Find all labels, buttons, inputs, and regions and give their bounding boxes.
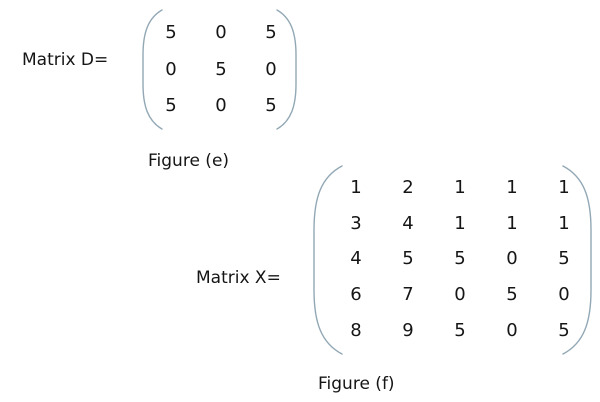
matrix-d-label: Matrix D= [22, 50, 109, 70]
matrix-cell: 0 [215, 95, 227, 117]
matrix-x-values: 1 2 1 1 1 3 4 1 1 1 4 5 5 0 5 6 7 0 5 0 8 9 5 0 5 [330, 170, 590, 348]
matrix-cell: 5 [402, 248, 414, 270]
matrix-cell: 1 [506, 212, 518, 234]
matrix-cell: 0 [558, 284, 570, 306]
matrix-cell: 6 [350, 284, 362, 306]
matrix-cell: 4 [402, 212, 414, 234]
matrix-cell: 5 [558, 319, 570, 341]
matrix-cell: 5 [165, 95, 177, 117]
matrix-cell: 4 [350, 248, 362, 270]
matrix-cell: 5 [506, 284, 518, 306]
matrix-x-right-paren-icon [562, 165, 592, 355]
matrix-cell: 5 [558, 248, 570, 270]
matrix-d-left-paren-path [142, 9, 163, 130]
matrix-cell: 1 [506, 177, 518, 199]
matrix-cell: 5 [165, 21, 177, 43]
matrix-row: 5 0 5 [146, 87, 296, 124]
matrix-cell: 9 [402, 319, 414, 341]
matrix-cell: 1 [454, 212, 466, 234]
matrix-x-right-paren-path [562, 165, 592, 355]
matrix-row: 5 0 5 [146, 14, 296, 51]
matrix-cell: 5 [215, 58, 227, 80]
matrix-row: 3 4 1 1 1 [330, 206, 590, 242]
matrix-x-left-paren-icon [313, 165, 343, 355]
matrix-cell: 5 [265, 21, 277, 43]
matrix-cell: 0 [215, 21, 227, 43]
matrix-x-label: Matrix X= [196, 268, 281, 288]
matrix-d-right-paren-icon [276, 9, 297, 130]
matrix-row: 8 9 5 0 5 [330, 312, 590, 348]
matrix-d-caption: Figure (e) [148, 151, 230, 171]
matrix-cell: 1 [558, 212, 570, 234]
matrix-cell: 5 [265, 95, 277, 117]
matrix-cell: 1 [454, 177, 466, 199]
matrix-row: 0 5 0 [146, 51, 296, 88]
matrix-row: 1 2 1 1 1 [330, 170, 590, 206]
matrix-cell: 0 [506, 248, 518, 270]
matrix-row: 6 7 0 5 0 [330, 277, 590, 313]
matrix-d-values: 5 0 5 0 5 0 5 0 5 [146, 14, 296, 124]
matrix-row: 4 5 5 0 5 [330, 241, 590, 277]
matrix-d-left-paren-icon [142, 9, 163, 130]
matrix-cell: 3 [350, 212, 362, 234]
matrix-cell: 8 [350, 319, 362, 341]
matrix-cell: 5 [454, 248, 466, 270]
matrix-cell: 1 [350, 177, 362, 199]
matrix-cell: 5 [454, 319, 466, 341]
matrix-x-caption: Figure (f) [318, 374, 395, 394]
matrix-cell: 0 [265, 58, 277, 80]
matrix-cell: 7 [402, 284, 414, 306]
matrix-cell: 0 [165, 58, 177, 80]
matrix-cell: 0 [454, 284, 466, 306]
matrix-x-left-paren-path [313, 165, 343, 355]
matrix-cell: 0 [506, 319, 518, 341]
matrix-cell: 2 [402, 177, 414, 199]
matrix-d-right-paren-path [276, 9, 297, 130]
matrix-cell: 1 [558, 177, 570, 199]
